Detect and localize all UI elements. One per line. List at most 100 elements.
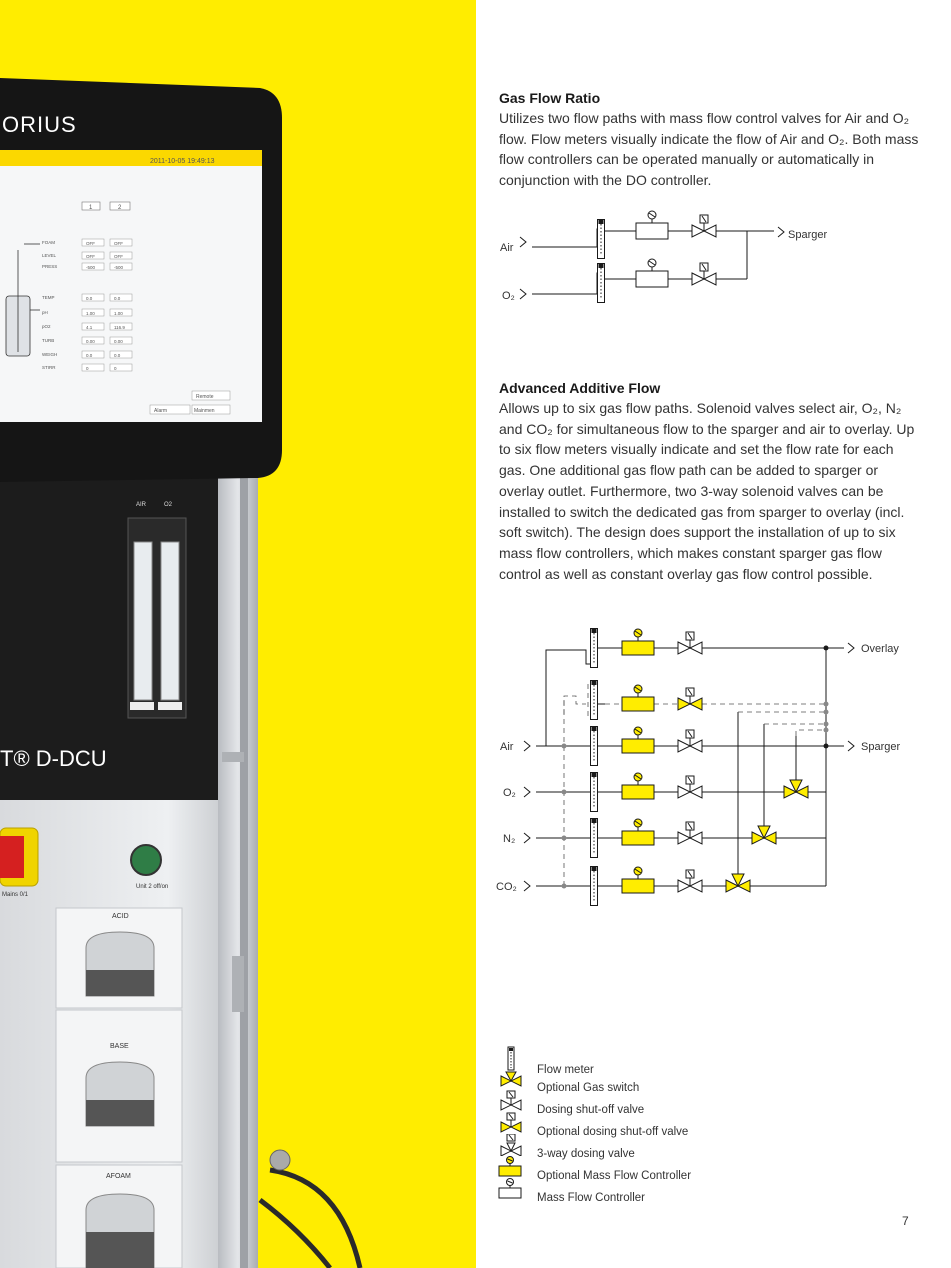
optional-gas-switch-icon <box>751 825 777 845</box>
product-photo: 2011-10-05 19:49:13 1 2 FOAM LEVEL PRESS… <box>0 0 476 1268</box>
screen-value: 0 <box>86 366 89 371</box>
mfc-icon <box>635 258 669 288</box>
pump-label-base: BASE <box>110 1043 129 1050</box>
screen-value: OFF <box>86 254 95 259</box>
legend-label: Flow meter <box>537 1064 594 1076</box>
dosing-shutoff-valve-icon <box>677 821 703 845</box>
screen-value: 0.0 <box>114 296 121 301</box>
legend-label: Optional dosing shut-off valve <box>537 1126 689 1138</box>
gas-flow-ratio-diagram: Air O₂ Sparger <box>500 210 827 303</box>
flow-meter-icon <box>590 866 598 906</box>
brand-fragment: ORIUS <box>2 112 77 137</box>
screen-remote: Remote <box>196 394 214 400</box>
output-label-sparger: Sparger <box>788 229 827 241</box>
optional-mfc-icon <box>621 684 655 712</box>
flowmeter-label-air: AIR <box>136 502 147 508</box>
mains-label: Mains 0/1 <box>2 892 29 898</box>
dosing-shutoff-valve-icon <box>691 214 717 238</box>
gas-flow-ratio-title: Gas Flow Ratio <box>499 90 601 106</box>
bioreactor-photo-illustration: 2011-10-05 19:49:13 1 2 FOAM LEVEL PRESS… <box>0 78 363 1268</box>
optional-dosing-shutoff-valve-icon <box>677 687 703 711</box>
dosing-shutoff-valve-icon <box>677 869 703 893</box>
flow-meter-icon <box>590 680 598 720</box>
input-label-air: Air <box>500 242 514 254</box>
screen-row-label: pH <box>42 310 48 315</box>
optional-gas-switch-icon <box>783 779 809 799</box>
screen-unit-tab-1: 1 <box>89 205 93 211</box>
screen-value: -500 <box>86 265 96 270</box>
input-label-co2: CO₂ <box>496 881 517 893</box>
optional-mfc-icon <box>621 818 655 846</box>
optional-gas-switch-icon <box>500 1071 522 1087</box>
screen-value: 1.00 <box>86 311 95 316</box>
mfc-icon <box>635 210 669 240</box>
optional-mfc-icon <box>498 1156 522 1177</box>
screen-unit-tab-2: 2 <box>118 205 122 211</box>
screen-row-label: FOAM <box>42 240 55 245</box>
flow-meter-icon <box>590 726 598 766</box>
screen-value: 0.0 <box>86 296 93 301</box>
unit-switch-label: Unit 2 off/on <box>136 884 168 890</box>
output-label-sparger: Sparger <box>861 741 900 753</box>
gas-flow-ratio-body: Utilizes two flow paths with mass flow c… <box>499 110 919 189</box>
flow-meter-icon <box>597 263 605 303</box>
output-arrow-sparger <box>777 226 785 238</box>
advanced-additive-flow-body: Allows up to six gas flow paths. Solenoi… <box>499 400 915 582</box>
screen-mainmenu: Mainmen <box>194 408 215 414</box>
dosing-shutoff-valve-icon <box>677 729 703 753</box>
content-column: Gas Flow Ratio Utilizes two flow paths w… <box>476 0 951 1268</box>
page-number: 7 <box>902 1214 909 1228</box>
optional-mfc-icon <box>621 772 655 800</box>
optional-mfc-icon <box>621 628 655 656</box>
screen-row-label: WEIGH <box>42 352 57 357</box>
screen-value: OFF <box>86 241 95 246</box>
screen-value: -500 <box>114 265 124 270</box>
optional-mfc-icon <box>621 866 655 894</box>
screen-rows: FOAM LEVEL PRESS TEMP pH pO2 TURB WEIGH … <box>42 238 133 372</box>
three-way-dosing-valve-icon <box>500 1134 522 1156</box>
screen-value: 0.00 <box>114 339 123 344</box>
screen-row-label: TEMP <box>42 295 55 300</box>
input-label-o2: O₂ <box>503 787 516 799</box>
screen-value: 4.1 <box>86 325 93 330</box>
screen-row-label: TURB <box>42 338 54 343</box>
optional-dosing-shutoff-valve-icon <box>500 1112 522 1133</box>
input-label-o2: O₂ <box>502 290 515 302</box>
flow-meter-icon <box>507 1046 515 1071</box>
flow-meter-icon <box>597 219 605 259</box>
mfc-icon <box>498 1178 522 1199</box>
pump-label-acid: ACID <box>112 913 129 920</box>
legend-label: Optional Gas switch <box>537 1082 640 1094</box>
model-text: T® D-DCU <box>0 746 107 771</box>
flow-meter-icon <box>590 628 598 668</box>
dosing-shutoff-valve-icon <box>677 775 703 799</box>
screen-row-label: STIRR <box>42 365 56 370</box>
screen-value: OFF <box>114 254 123 259</box>
screen-value: 0.00 <box>86 339 95 344</box>
screen-value: 0.0 <box>114 353 121 358</box>
flowmeter-label-o2: O2 <box>164 502 173 508</box>
input-label-air: Air <box>500 741 514 753</box>
screen-value: 116.9 <box>114 325 125 330</box>
input-arrow-o2 <box>519 288 527 300</box>
pump-label-afoam: AFOAM <box>106 1173 131 1180</box>
legend-label: Dosing shut-off valve <box>537 1104 645 1116</box>
input-arrow-air <box>519 236 527 248</box>
input-label-n2: N₂ <box>503 833 515 845</box>
legend-label: 3-way dosing valve <box>537 1148 635 1160</box>
advanced-additive-flow-diagram: Air O₂ N₂ CO₂ Overlay Sparger <box>496 628 900 906</box>
screen-row-label: LEVEL <box>42 253 57 258</box>
legend-label: Optional Mass Flow Controller <box>537 1170 692 1182</box>
flow-meter-icon <box>590 772 598 812</box>
optional-mfc-icon <box>621 726 655 754</box>
advanced-additive-flow-title: Advanced Additive Flow <box>499 380 661 396</box>
screen-alarm: Alarm <box>154 408 167 414</box>
screen-value: OFF <box>114 241 123 246</box>
screen-row-label: pO2 <box>42 324 51 329</box>
dosing-shutoff-valve-icon <box>500 1090 522 1111</box>
optional-gas-switch-icon <box>725 873 751 893</box>
pump-panels <box>55 907 183 1268</box>
screen-value: 0 <box>114 366 117 371</box>
screen-value: 1.00 <box>114 311 123 316</box>
dosing-shutoff-valve-icon <box>677 631 703 655</box>
